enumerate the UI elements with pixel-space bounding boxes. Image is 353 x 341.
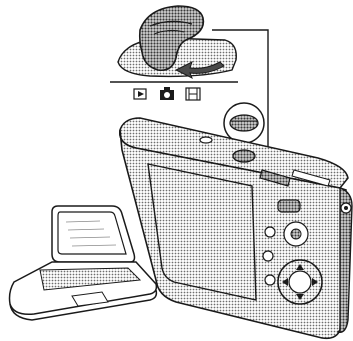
shutter-button[interactable]: [230, 115, 258, 131]
menu-button[interactable]: [263, 251, 273, 261]
home-button[interactable]: [265, 275, 275, 285]
camera: [120, 118, 352, 338]
control-wheel[interactable]: [278, 260, 322, 304]
playback-icon: [134, 89, 146, 99]
still-camera-icon: [160, 87, 174, 100]
power-button[interactable]: [200, 137, 212, 143]
laptop: [10, 206, 157, 320]
zoom-lever[interactable]: [278, 200, 300, 212]
playback-button[interactable]: [265, 227, 275, 237]
movie-icon: [186, 88, 200, 100]
laptop-screen: [58, 212, 126, 254]
shutter-button-on-camera[interactable]: [233, 150, 255, 162]
